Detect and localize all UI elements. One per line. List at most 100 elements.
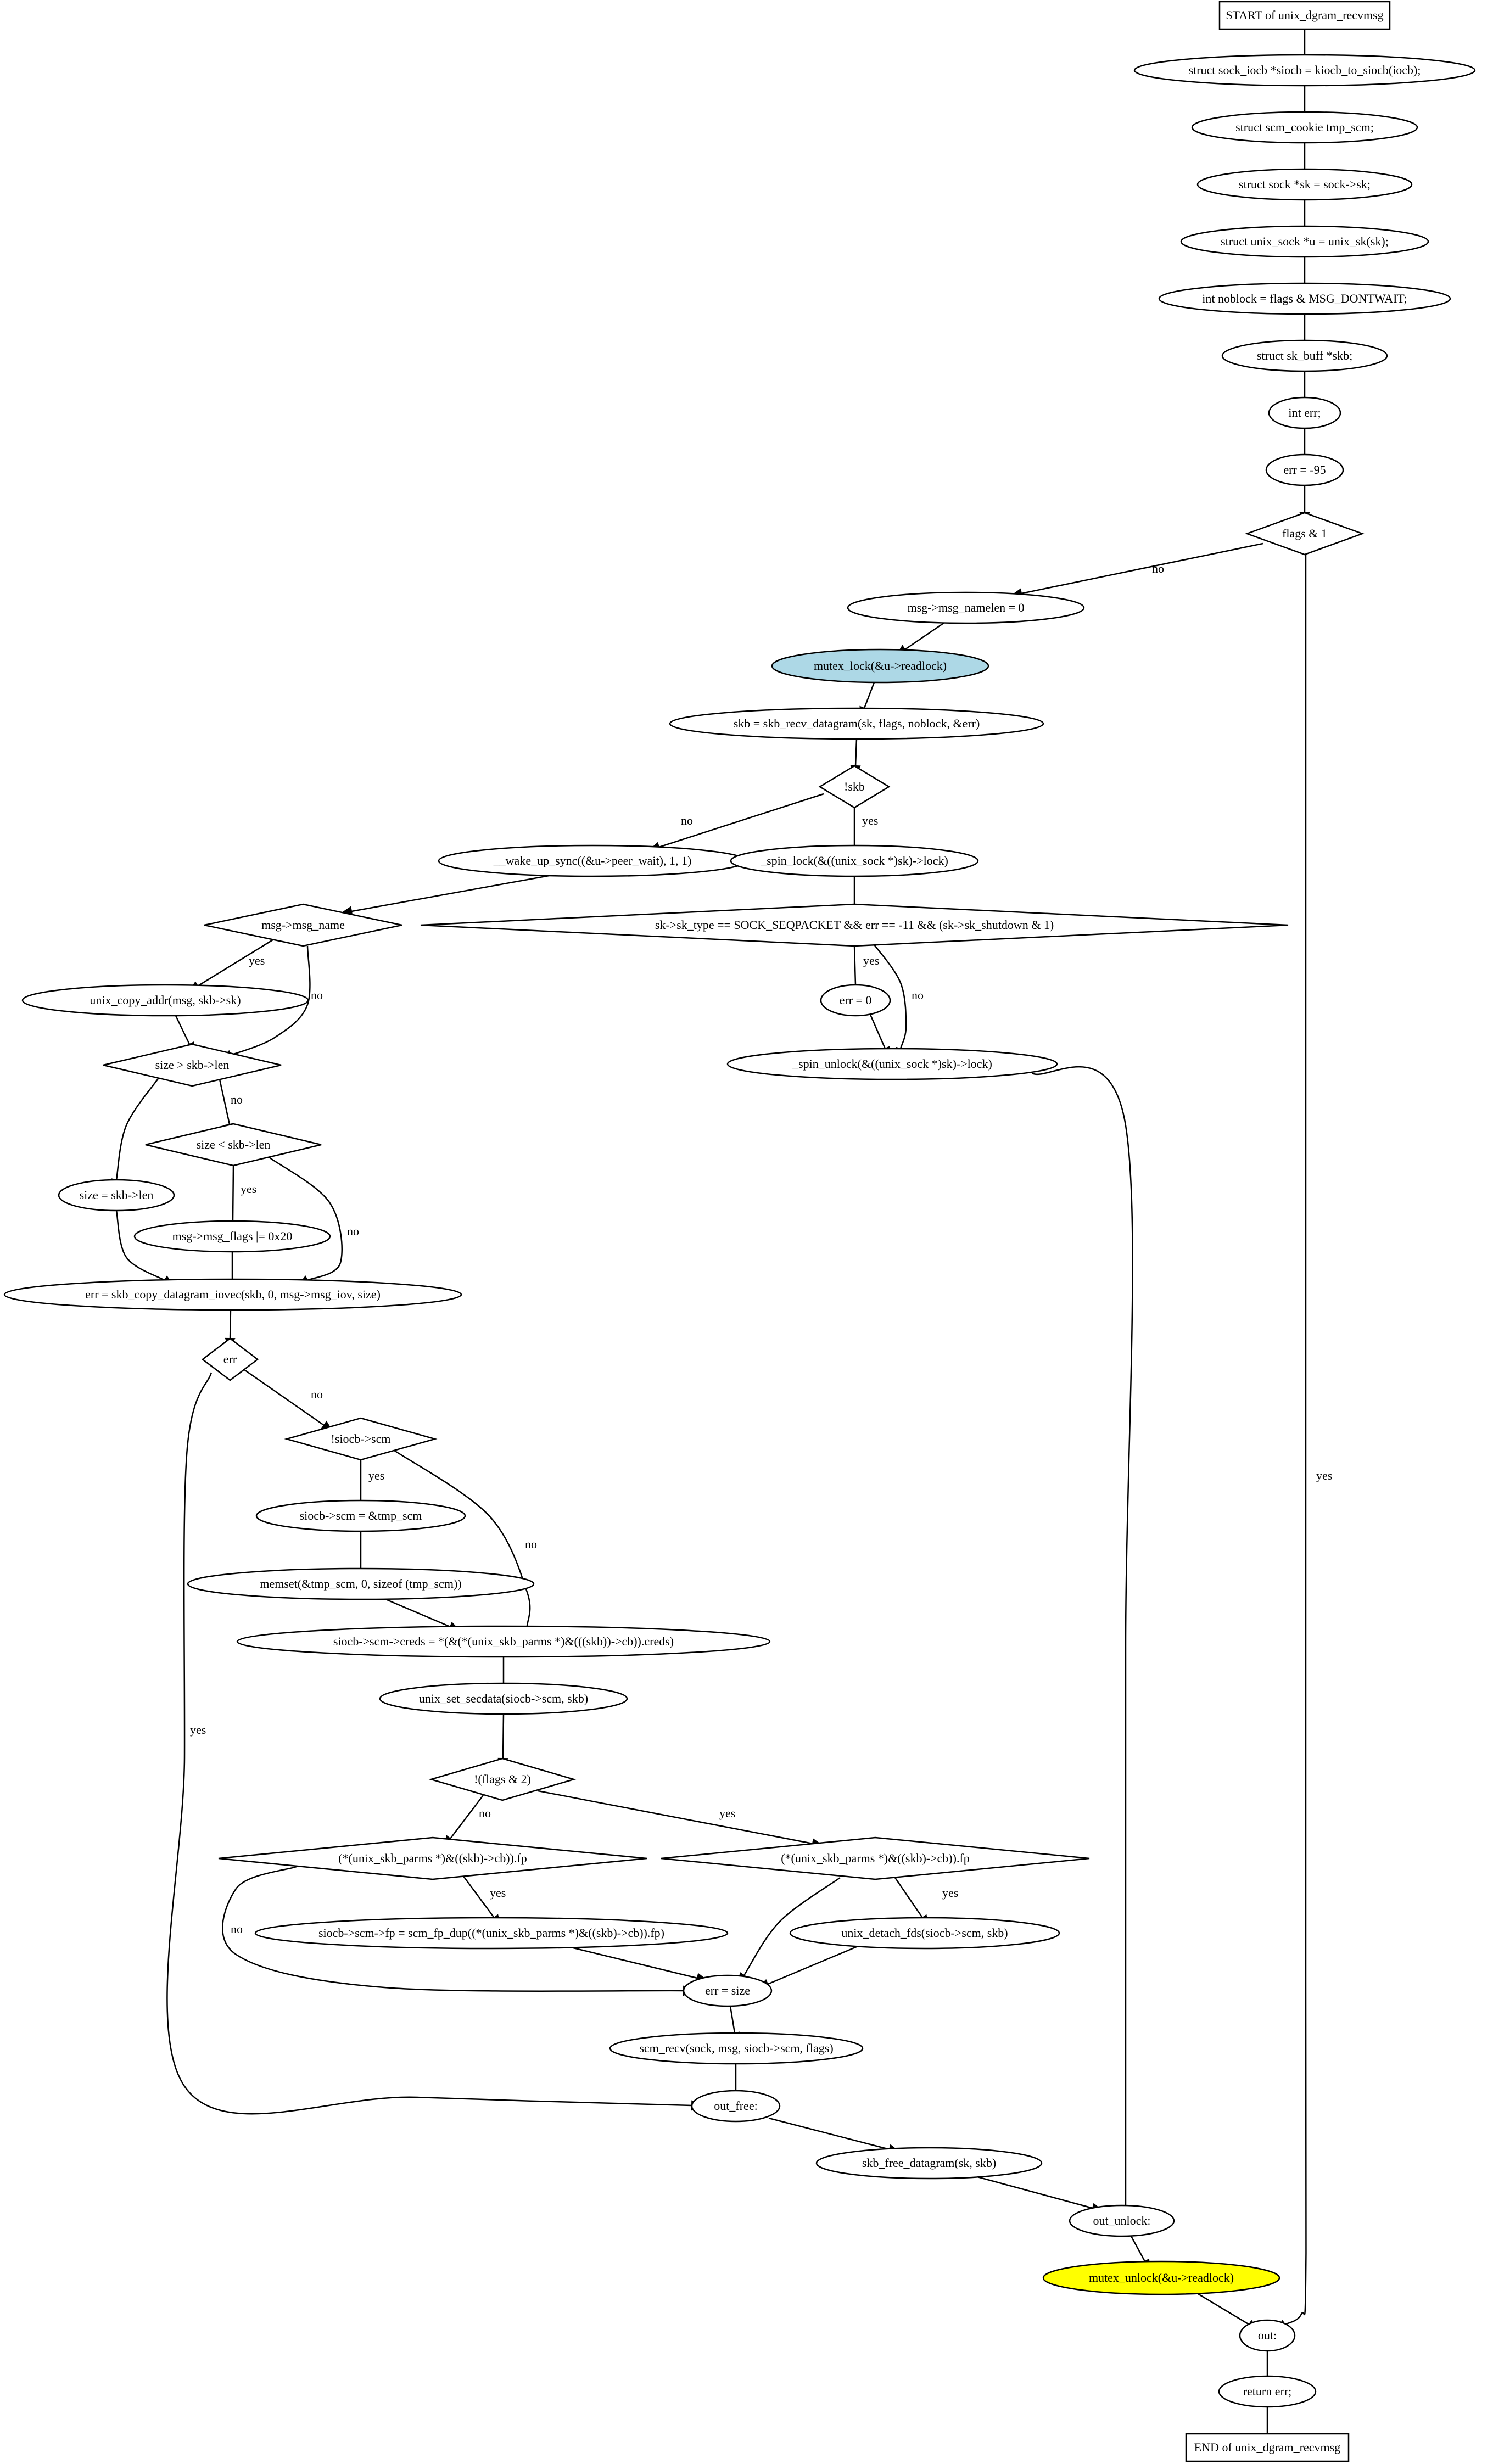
node-diamond bbox=[103, 1043, 282, 1087]
edge-label-no: no bbox=[231, 1922, 243, 1936]
edge-line bbox=[1032, 1066, 1133, 2205]
node-label: (*(unix_skb_parms *)&((skb)->cb)).fp bbox=[338, 1851, 527, 1865]
node-n27: scm_recv(sock, msg, siocb->scm, flags) bbox=[609, 2032, 864, 2065]
node-label: out_free: bbox=[714, 2099, 757, 2113]
edge-line bbox=[230, 945, 311, 1056]
edge-label-yes: yes bbox=[190, 1723, 206, 1737]
edge-line bbox=[166, 1372, 692, 2115]
node-n26: err = size bbox=[683, 1974, 773, 2007]
edge-line bbox=[872, 943, 907, 1049]
node-d2: !skb bbox=[818, 765, 891, 809]
edge-line bbox=[767, 1946, 857, 1985]
node-label: END of unix_dgram_recvmsg bbox=[1194, 2440, 1340, 2454]
node-n2: struct scm_cookie tmp_scm; bbox=[1191, 111, 1418, 144]
edge-label-yes: yes bbox=[241, 1182, 256, 1196]
node-label: int noblock = flags & MSG_DONTWAIT; bbox=[1202, 292, 1407, 305]
node-n16: _spin_unlock(&((unix_sock *)sk)->lock) bbox=[726, 1048, 1058, 1080]
node-ellipse bbox=[815, 2147, 1043, 2180]
node-diamond bbox=[428, 1757, 577, 1801]
node-n15: err = 0 bbox=[820, 984, 891, 1017]
node-d6: size < skb->len bbox=[145, 1123, 322, 1167]
node-ellipse bbox=[254, 1917, 729, 1950]
node-label: !skb bbox=[844, 780, 865, 793]
edge-line bbox=[175, 1015, 191, 1045]
edge-d8-to-n20: yes bbox=[355, 1460, 384, 1512]
edge-line bbox=[1196, 2292, 1250, 2326]
node-label: size > skb->len bbox=[155, 1058, 230, 1072]
node-n28: out_free: bbox=[691, 2090, 781, 2123]
node-n25: unix_detach_fds(siocb->scm, skb) bbox=[789, 1917, 1060, 1950]
edge-line bbox=[863, 682, 875, 709]
node-n6: struct sk_buff *skb; bbox=[1221, 339, 1388, 372]
edge-label-no: no bbox=[1152, 562, 1164, 575]
edge-line bbox=[977, 2176, 1093, 2209]
node-label: err = 0 bbox=[840, 993, 872, 1007]
node-diamond bbox=[1245, 512, 1365, 556]
node-label: siocb->scm = &tmp_scm bbox=[300, 1509, 422, 1522]
edge-label-no: no bbox=[525, 1537, 537, 1551]
node-label: mutex_unlock(&u->readlock) bbox=[1089, 2271, 1234, 2284]
node-label: msg->msg_namelen = 0 bbox=[907, 601, 1024, 614]
node-n23: unix_set_secdata(siocb->scm, skb) bbox=[379, 1682, 628, 1715]
node-label: siocb->scm->fp = scm_fp_dup((*(unix_skb_… bbox=[318, 1926, 664, 1940]
node-n17: size = skb->len bbox=[58, 1179, 175, 1212]
edge-label-yes: yes bbox=[942, 1886, 958, 1900]
node-n30: out_unlock: bbox=[1069, 2204, 1175, 2237]
node-label: size = skb->len bbox=[80, 1188, 154, 1202]
edge-line bbox=[351, 875, 550, 912]
node-ellipse bbox=[379, 1682, 628, 1715]
node-diamond bbox=[818, 765, 891, 809]
node-label: _spin_unlock(&((unix_sock *)sk)->lock) bbox=[792, 1057, 992, 1071]
node-ellipse bbox=[1069, 2204, 1175, 2237]
node-n22: siocb->scm->creds = *(&(*(unix_skb_parms… bbox=[236, 1625, 771, 1658]
node-ellipse bbox=[730, 844, 979, 877]
node-ellipse bbox=[1221, 339, 1388, 372]
node-d11: (*(unix_skb_parms *)&((skb)->cb)).fp bbox=[661, 1836, 1090, 1880]
edge-d7-to-n28: yes bbox=[166, 1372, 703, 2115]
node-n32: out: bbox=[1239, 2319, 1296, 2352]
node-diamond bbox=[218, 1836, 647, 1880]
edge-n16-to-n30 bbox=[1032, 1066, 1133, 2217]
node-n11: skb = skb_recv_datagram(sk, flags, noblo… bbox=[669, 707, 1044, 740]
node-ellipse bbox=[789, 1917, 1060, 1950]
edge-label-yes: yes bbox=[862, 814, 878, 827]
edge-d8-to-n22: no bbox=[392, 1448, 537, 1638]
edge-line bbox=[115, 1077, 160, 1180]
edge-line bbox=[743, 1877, 841, 1976]
node-n9: msg->msg_namelen = 0 bbox=[847, 591, 1085, 624]
edge-label-no: no bbox=[311, 988, 323, 1002]
node-ellipse bbox=[1196, 168, 1413, 201]
node-ellipse bbox=[236, 1625, 771, 1658]
edge-label-no: no bbox=[347, 1224, 359, 1238]
node-label: err = -95 bbox=[1283, 463, 1326, 477]
node-diamond bbox=[284, 1417, 438, 1461]
node-ellipse bbox=[1239, 2319, 1296, 2352]
node-box bbox=[1218, 1, 1391, 30]
node-n33: return err; bbox=[1218, 2375, 1317, 2408]
node-d1: flags & 1 bbox=[1245, 512, 1365, 556]
node-ellipse bbox=[726, 1048, 1058, 1080]
edge-line bbox=[269, 1156, 343, 1281]
node-label: struct sock *sk = sock->sk; bbox=[1239, 177, 1371, 191]
edge-line bbox=[229, 1309, 232, 1339]
edge-d9-to-d11: yes bbox=[538, 1790, 824, 1849]
node-label: __wake_up_sync((&u->peer_wait), 1, 1) bbox=[493, 854, 692, 867]
node-diamond bbox=[204, 903, 402, 947]
edge-line bbox=[197, 938, 275, 987]
edge-line bbox=[894, 1877, 924, 1918]
node-label: msg->msg_name bbox=[261, 918, 345, 932]
node-ellipse bbox=[1042, 2260, 1280, 2295]
edge-n24-to-n26 bbox=[571, 1946, 708, 1984]
node-ellipse bbox=[847, 591, 1085, 624]
edge-line bbox=[392, 1448, 531, 1627]
edge-line bbox=[460, 1873, 495, 1918]
node-n31: mutex_unlock(&u->readlock) bbox=[1042, 2260, 1280, 2295]
node-n1: struct sock_iocb *siocb = kiocb_to_siocb… bbox=[1133, 54, 1476, 87]
edge-line bbox=[538, 1790, 813, 1845]
node-n4: struct unix_sock *u = unix_sk(sk); bbox=[1180, 225, 1429, 258]
edge-label-no: no bbox=[311, 1387, 323, 1401]
node-d8: !siocb->scm bbox=[284, 1417, 438, 1461]
node-ellipse bbox=[683, 1974, 773, 2007]
node-ellipse bbox=[1268, 396, 1341, 429]
node-box bbox=[1185, 2433, 1350, 2462]
